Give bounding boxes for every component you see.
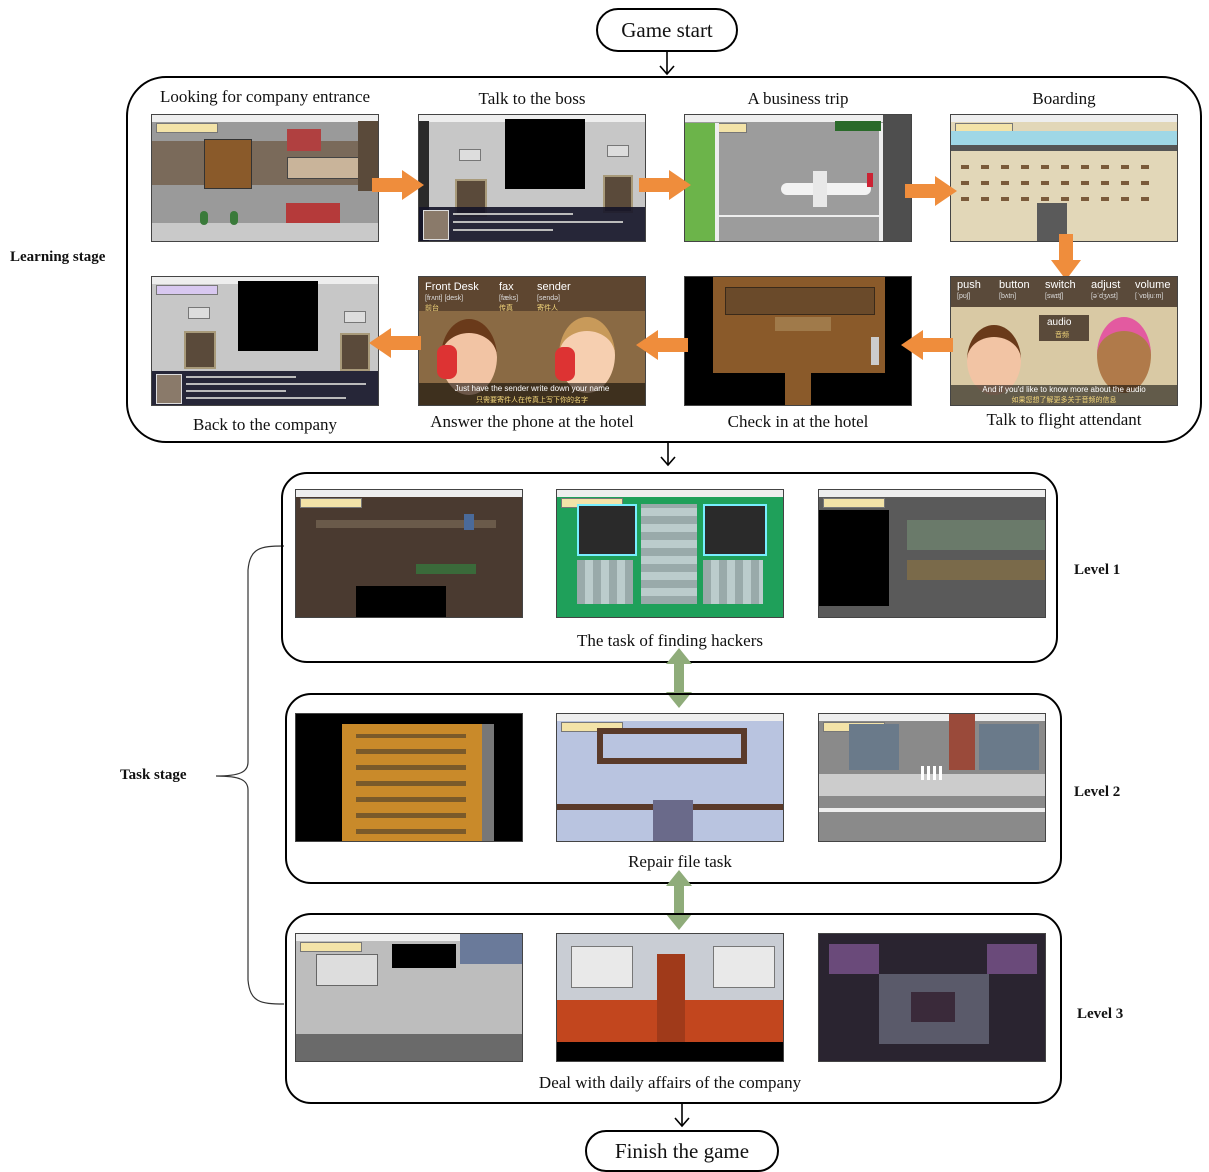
screenshot-talk-boss xyxy=(418,114,646,242)
word-fax: fax xyxy=(499,281,514,293)
word-sender: sender xyxy=(537,281,571,293)
finish-node: Finish the game xyxy=(585,1130,779,1172)
arrow-attendant-to-checkin xyxy=(901,330,953,360)
caption-flight-attendant: Talk to flight attendant xyxy=(986,410,1142,429)
connector-level2-level3 xyxy=(666,870,692,930)
ipa-push: [pʊʃ] xyxy=(957,293,971,300)
arrow-boss-to-trip xyxy=(639,170,691,200)
ipa-fax: [fæks] xyxy=(499,295,519,302)
level-2-label: Level 2 xyxy=(1074,784,1121,800)
screenshot-level3-a xyxy=(295,933,523,1062)
screenshot-check-in xyxy=(684,276,912,406)
caption-company-entrance: Looking for company entrance xyxy=(159,87,371,106)
task-stage-bracket xyxy=(215,545,285,1005)
arrow-checkin-to-phone xyxy=(636,330,688,360)
phone-subtitle: Just have the sender write down your nam… xyxy=(454,384,610,393)
arrow-task-to-finish xyxy=(674,1104,690,1128)
ipa-front-desk: [frʌnt] [desk] xyxy=(425,295,464,302)
start-node: Game start xyxy=(596,8,738,52)
screenshot-company-entrance xyxy=(151,114,379,242)
level-1-caption: The task of finding hackers xyxy=(577,631,763,650)
screenshot-back-company xyxy=(151,276,379,406)
arrow-boarding-to-attendant xyxy=(1051,234,1081,280)
avatar-attendant xyxy=(1097,317,1151,393)
level-1-label: Level 1 xyxy=(1074,562,1121,578)
caption-check-in: Check in at the hotel xyxy=(727,412,869,431)
screenshot-level3-b xyxy=(556,933,784,1062)
arrow-trip-to-boarding xyxy=(905,176,957,206)
finish-label: Finish the game xyxy=(614,1138,750,1163)
word-audio: audio xyxy=(1047,317,1072,328)
screenshot-boarding xyxy=(950,114,1178,242)
learning-stage-frame xyxy=(126,76,1202,443)
caption-business-trip: A business trip xyxy=(747,89,849,108)
ipa-switch: [swɪtʃ] xyxy=(1045,293,1064,300)
phone-subtitle-zh: 只需要寄件人在传真上写下你的名字 xyxy=(476,397,588,404)
caption-back-company: Back to the company xyxy=(193,415,337,434)
ipa-volume: [ˈvɒljuːm] xyxy=(1135,293,1164,300)
start-label: Game start xyxy=(621,17,713,42)
word-volume: volume xyxy=(1135,279,1171,291)
screenshot-level2-a xyxy=(295,713,523,842)
screenshot-level2-c xyxy=(818,713,1046,842)
zh-fax: 传真 xyxy=(499,305,513,312)
word-front-desk: Front Desk xyxy=(425,281,479,293)
arrow-entrance-to-boss xyxy=(372,170,424,200)
zh-front-desk: 前台 xyxy=(425,305,439,312)
level-2-caption: Repair file task xyxy=(628,852,732,871)
screenshot-level3-c xyxy=(818,933,1046,1062)
word-switch: switch xyxy=(1045,279,1076,291)
attendant-subtitle: And if you'd like to know more about the… xyxy=(982,385,1146,394)
screenshot-answer-phone: Front Desk fax sender [frʌnt] [desk] [fæ… xyxy=(418,276,646,406)
screenshot-flight-attendant: push button switch adjust volume [pʊʃ] [… xyxy=(950,276,1178,406)
screenshot-level2-b xyxy=(556,713,784,842)
word-push: push xyxy=(957,279,981,291)
task-stage-label: Task stage xyxy=(120,767,187,783)
ipa-button: [bʌtn] xyxy=(999,293,1017,300)
level-3-caption: Deal with daily affairs of the company xyxy=(538,1073,802,1092)
screenshot-level1-c xyxy=(818,489,1046,618)
caption-boarding: Boarding xyxy=(1032,89,1096,108)
attendant-subtitle-zh: 如果您想了解更多关于音频的信息 xyxy=(1011,397,1117,404)
word-adjust: adjust xyxy=(1091,279,1121,291)
zh-sender: 寄件人 xyxy=(537,305,558,312)
zh-audio: 音频 xyxy=(1055,332,1069,339)
ipa-adjust: [əˈdʒʌst] xyxy=(1091,293,1118,300)
ipa-sender: [sendə] xyxy=(537,295,560,302)
arrow-phone-to-company xyxy=(369,328,421,358)
learning-stage-label: Learning stage xyxy=(10,249,106,265)
avatar-passenger xyxy=(967,325,1021,395)
caption-talk-boss: Talk to the boss xyxy=(478,89,586,108)
arrow-learning-to-task xyxy=(660,443,676,467)
screenshot-level1-b xyxy=(556,489,784,618)
caption-answer-phone: Answer the phone at the hotel xyxy=(430,412,634,431)
screenshot-level1-a xyxy=(295,489,523,618)
level-3-frame xyxy=(285,913,1062,1104)
word-button: button xyxy=(999,279,1030,291)
arrow-start-to-learning xyxy=(659,52,675,76)
level-3-label: Level 3 xyxy=(1077,1006,1124,1022)
screenshot-business-trip xyxy=(684,114,912,242)
